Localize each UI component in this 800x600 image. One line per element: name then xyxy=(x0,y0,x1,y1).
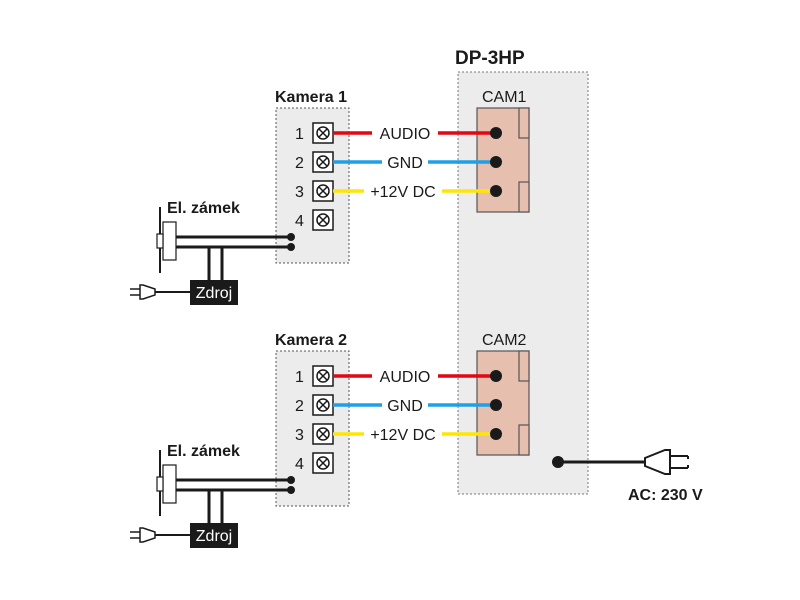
terminal-number: 2 xyxy=(295,398,304,415)
plug-icon xyxy=(130,284,156,300)
terminal-number: 3 xyxy=(295,184,304,201)
signal-label: AUDIO xyxy=(380,126,431,143)
terminal-number: 2 xyxy=(295,155,304,172)
port-label: CAM2 xyxy=(482,332,527,349)
terminal-number: 1 xyxy=(295,126,304,143)
lock-label: El. zámek xyxy=(167,443,240,460)
plug-icon xyxy=(130,527,156,543)
door-lock-icon xyxy=(156,207,177,273)
door-lock-icon xyxy=(156,450,177,516)
connector-pin xyxy=(490,127,502,139)
psu-label: Zdroj xyxy=(196,285,232,302)
signal-label: GND xyxy=(387,398,423,415)
lock-label: El. zámek xyxy=(167,200,240,217)
connector-pin xyxy=(490,185,502,197)
connector-pin xyxy=(490,370,502,382)
port-label: CAM1 xyxy=(482,89,527,106)
terminal-number: 1 xyxy=(295,369,304,386)
power-supply-box xyxy=(190,280,238,305)
plug-icon xyxy=(644,449,689,475)
power-supply-box xyxy=(190,523,238,548)
camera-title: Kamera 2 xyxy=(275,332,347,349)
camera-title: Kamera 1 xyxy=(275,89,347,106)
ac-label: AC: 230 V xyxy=(628,487,703,504)
terminal-number: 4 xyxy=(295,213,304,230)
connector-pin xyxy=(490,428,502,440)
signal-label: AUDIO xyxy=(380,369,431,386)
terminal-number: 4 xyxy=(295,456,304,473)
connector-pin xyxy=(490,156,502,168)
psu-label: Zdroj xyxy=(196,528,232,545)
device-title: DP-3HP xyxy=(455,48,525,69)
signal-label: +12V DC xyxy=(370,184,435,201)
connector-pin xyxy=(490,399,502,411)
terminal-number: 3 xyxy=(295,427,304,444)
ac-power: AC: 230 V xyxy=(552,449,703,504)
signal-label: GND xyxy=(387,155,423,172)
signal-label: +12V DC xyxy=(370,427,435,444)
